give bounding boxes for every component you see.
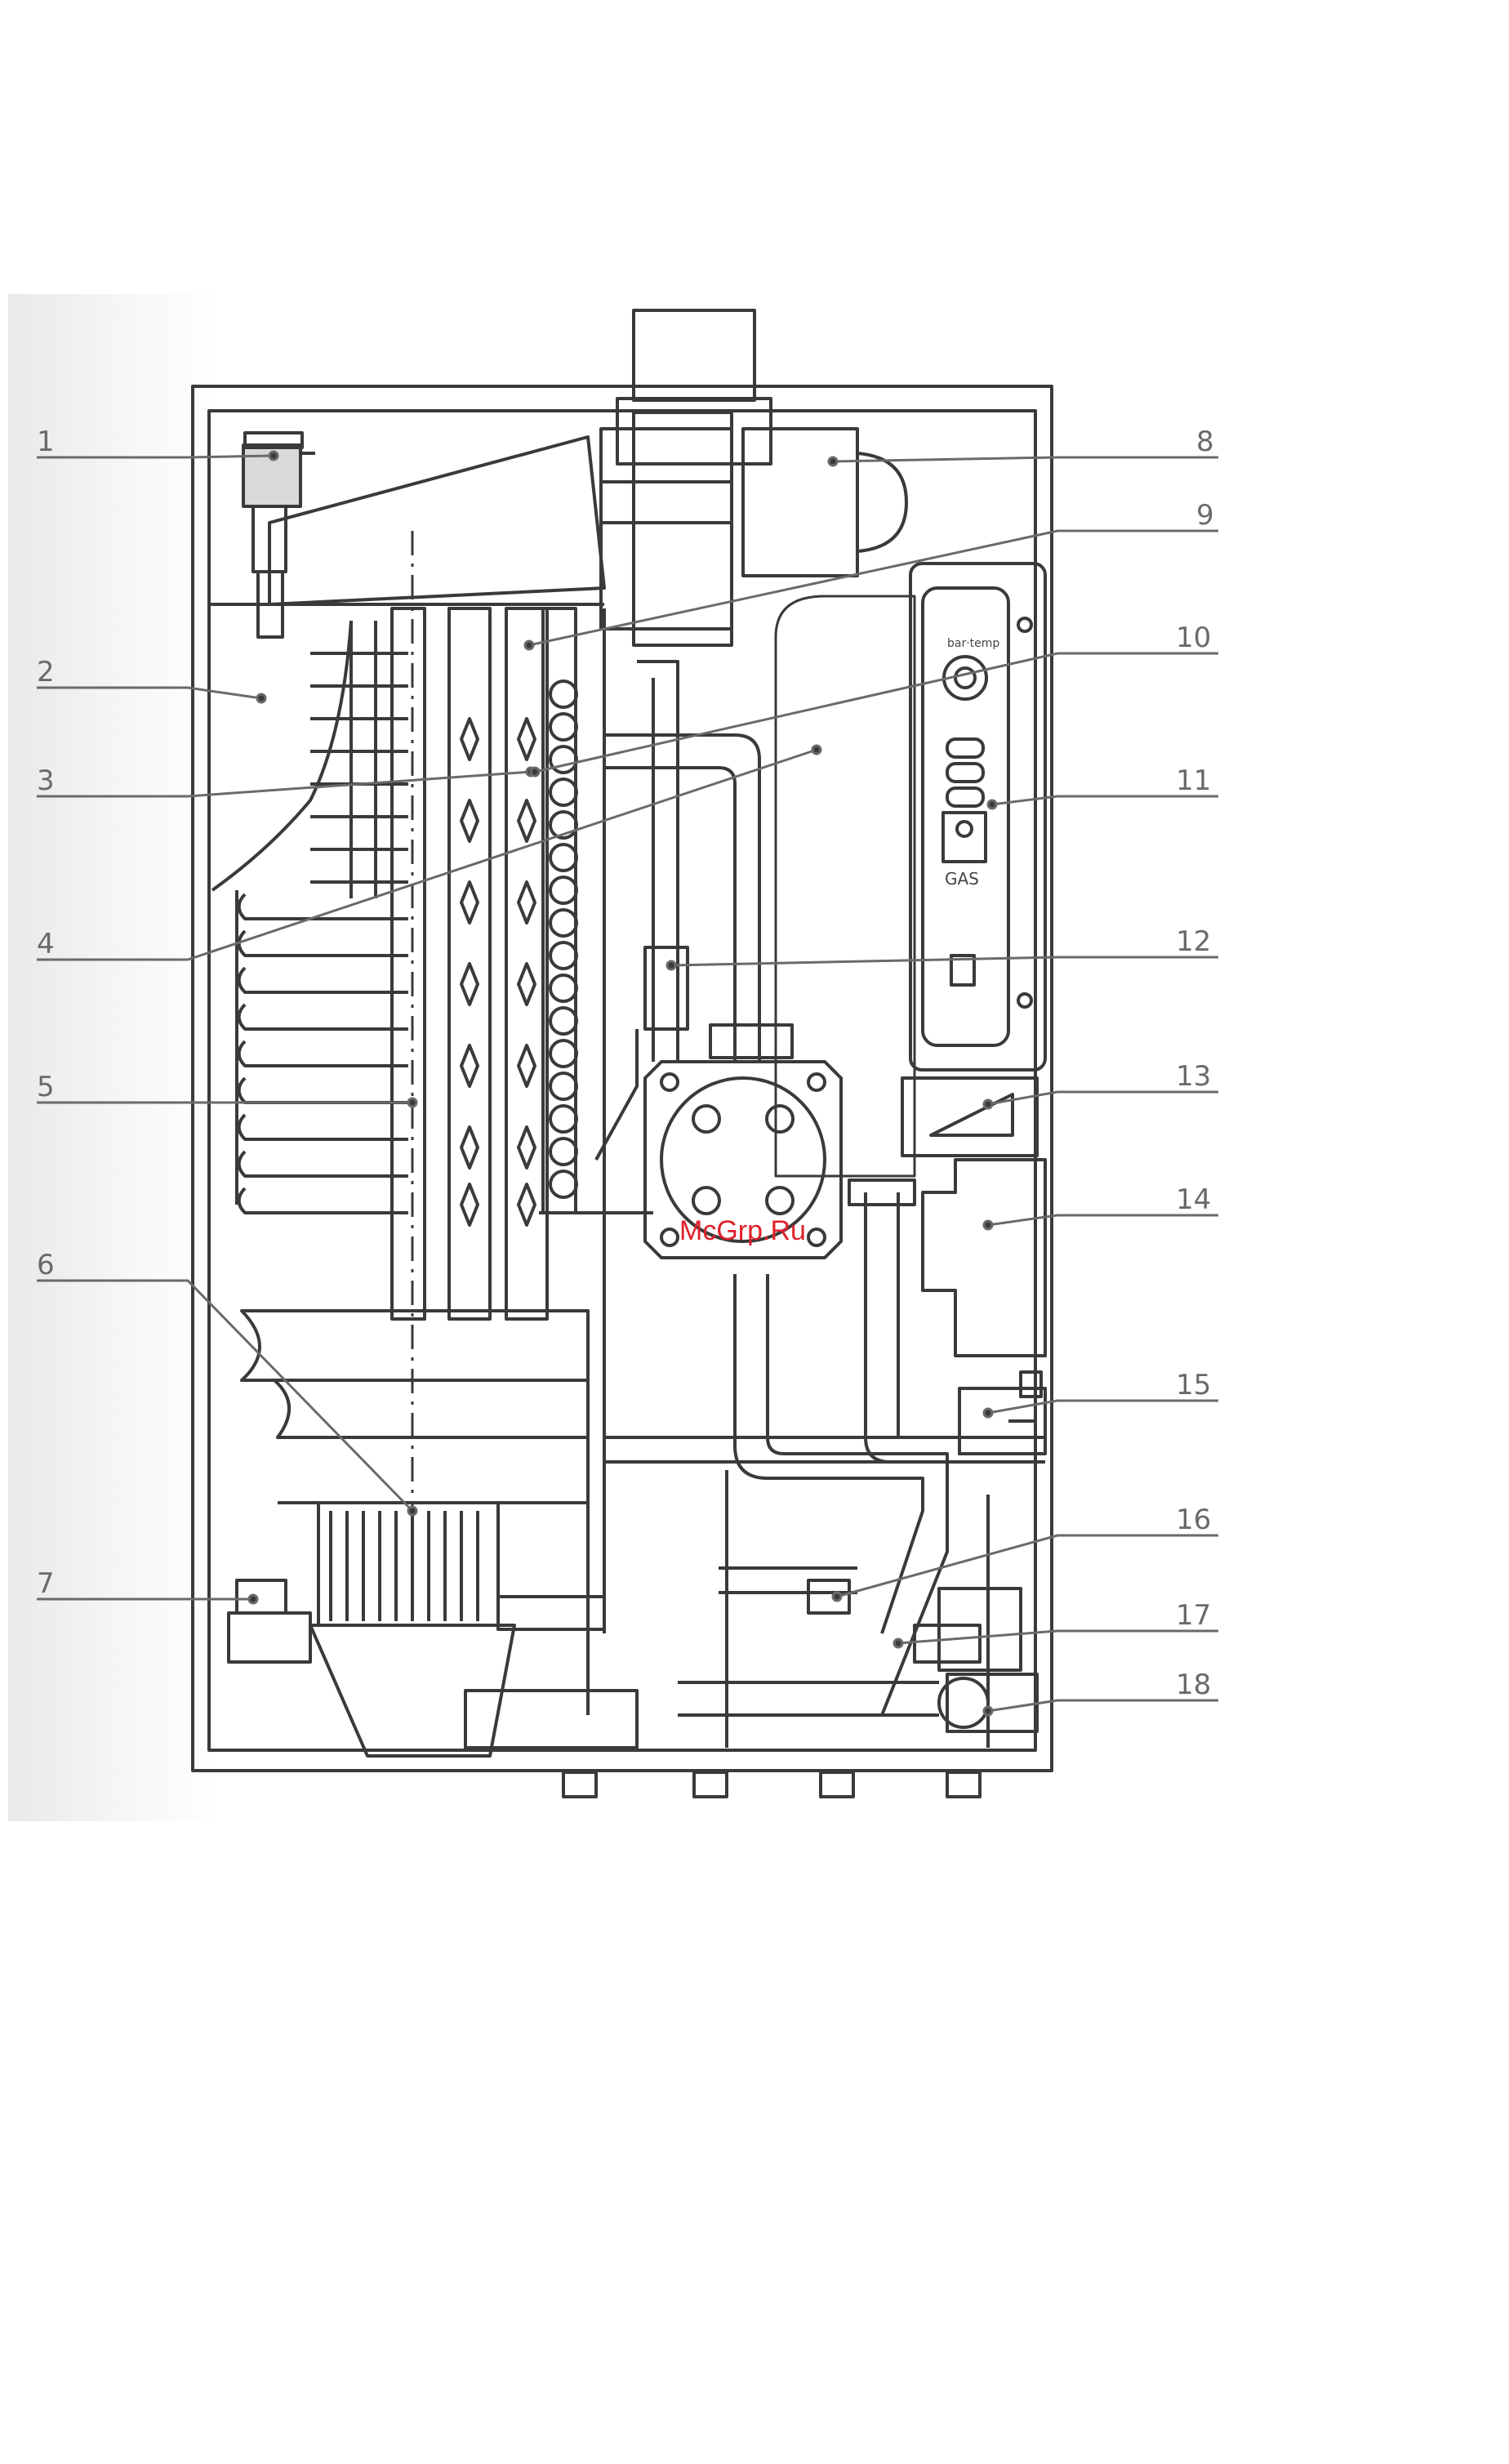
leader-line (837, 1535, 1218, 1597)
leader-dot (269, 452, 278, 460)
callout-11: 11 (1176, 764, 1211, 797)
leader-line (37, 688, 261, 698)
leader-line (671, 957, 1218, 965)
flow-sensor (959, 1372, 1045, 1454)
callout-number: 5 (37, 1071, 55, 1103)
leader-dot (984, 1409, 992, 1417)
callout-4: 4 (37, 928, 55, 960)
bottom-connections (563, 1772, 980, 1797)
water-coil (539, 681, 653, 1213)
leader-dot (408, 1098, 416, 1107)
callout-number: 15 (1176, 1369, 1211, 1401)
callout-number: 2 (37, 656, 55, 688)
ignition-electrode (229, 1580, 310, 1662)
callout-1: 1 (37, 426, 55, 458)
gas-label: GAS (945, 869, 979, 889)
gas-valve-block (902, 1078, 1037, 1156)
leader-line (988, 1401, 1218, 1413)
callout-10: 10 (1176, 622, 1211, 654)
callout-number: 9 (1196, 499, 1214, 532)
callout-6: 6 (37, 1249, 55, 1281)
leader-dot (408, 1507, 416, 1515)
callout-number: 11 (1176, 764, 1211, 797)
diverter-valve (923, 1160, 1045, 1356)
leader-dot (531, 768, 539, 776)
leader-dot (525, 641, 533, 649)
leader-dot (249, 1595, 257, 1603)
callout-number: 3 (37, 764, 55, 797)
callout-2: 2 (37, 656, 55, 688)
callout-number: 7 (37, 1567, 55, 1600)
leader-dot (833, 1593, 841, 1601)
gauge-caption: bar·temp (947, 637, 999, 650)
expansion-vessel (776, 596, 915, 1176)
pipework (596, 662, 1045, 1748)
callout-8: 8 (1196, 426, 1214, 458)
fan-assembly (601, 412, 906, 645)
heat-exchanger-tubes (392, 531, 576, 1552)
callout-number: 10 (1176, 622, 1211, 654)
leader-line (992, 796, 1218, 804)
leader-dot (984, 1100, 992, 1108)
callout-number: 4 (37, 928, 55, 960)
leader-dot (988, 800, 996, 809)
leader-line (37, 1281, 412, 1511)
leader-line (833, 457, 1218, 461)
callout-number: 13 (1176, 1060, 1211, 1093)
leader-line (898, 1631, 1218, 1643)
callout-number: 18 (1176, 1669, 1211, 1701)
heat-exchanger-fins (212, 621, 408, 1213)
leader-dot (829, 457, 837, 466)
callout-number: 16 (1176, 1504, 1211, 1536)
leader-line (988, 1215, 1218, 1225)
callout-number: 8 (1196, 426, 1214, 458)
callout-17: 17 (1176, 1599, 1211, 1632)
leader-dot (812, 746, 821, 754)
callout-14: 14 (1176, 1183, 1211, 1216)
callout-9: 9 (1196, 499, 1214, 532)
callout-3: 3 (37, 764, 55, 797)
callout-16: 16 (1176, 1504, 1211, 1536)
callout-18: 18 (1176, 1669, 1211, 1701)
leader-line (37, 772, 531, 796)
leader-line (988, 1700, 1218, 1711)
callout-13: 13 (1176, 1060, 1211, 1093)
air-vent (243, 433, 315, 637)
flue-hood (269, 437, 604, 604)
leader-line (535, 653, 1218, 772)
watermark: McGrp.Ru (679, 1215, 806, 1247)
callout-number: 1 (37, 426, 55, 458)
leader-line (988, 1092, 1218, 1104)
leader-dot (984, 1707, 992, 1715)
leader-dot (894, 1639, 902, 1647)
callout-number: 6 (37, 1249, 55, 1281)
callout-12: 12 (1176, 925, 1211, 958)
leader-line (37, 750, 817, 960)
leader-dot (667, 961, 675, 969)
leader-line (37, 456, 274, 457)
callout-15: 15 (1176, 1369, 1211, 1401)
callout-5: 5 (37, 1071, 55, 1103)
leader-dot (984, 1221, 992, 1229)
callout-number: 14 (1176, 1183, 1211, 1216)
leader-dot (257, 694, 265, 702)
callout-number: 12 (1176, 925, 1211, 958)
callout-number: 17 (1176, 1599, 1211, 1632)
callout-7: 7 (37, 1567, 55, 1600)
